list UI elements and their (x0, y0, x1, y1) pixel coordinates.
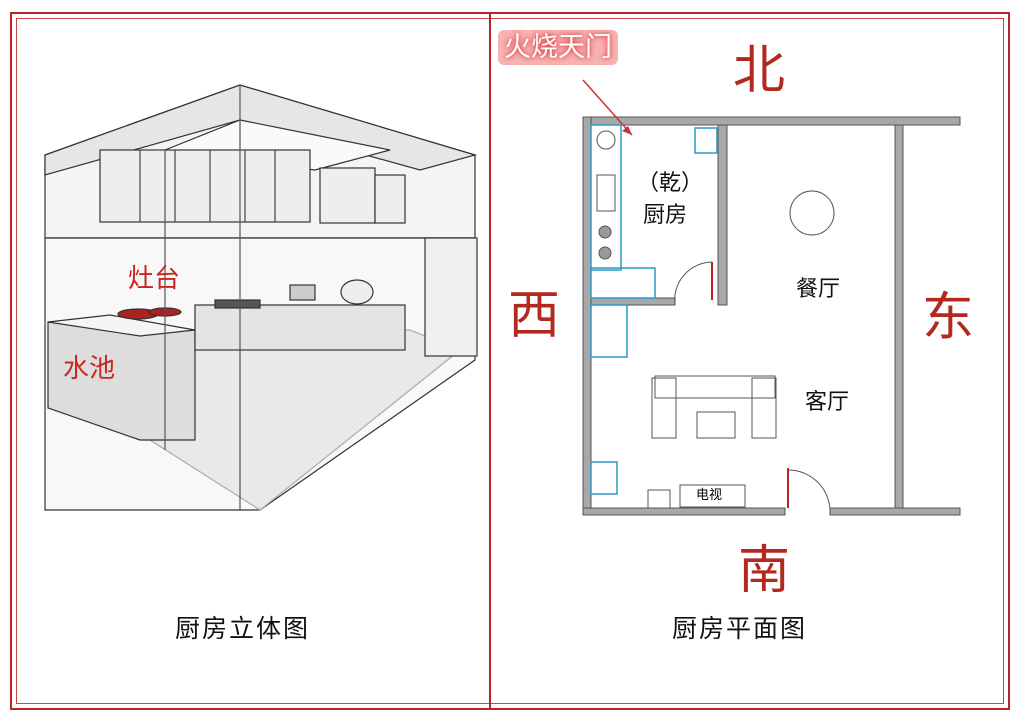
panel-divider (489, 12, 491, 710)
north-wall (582, 116, 961, 126)
corridor-wall (894, 124, 904, 516)
sink-label: 水池 (63, 354, 116, 384)
dining-label: 餐厅 (796, 277, 841, 302)
direction-north: 北 (733, 41, 786, 101)
west-wall (582, 116, 592, 516)
kitchen-trigram-label: （乾） (637, 171, 704, 196)
tv-label: 电视 (696, 488, 723, 503)
kitchen-south-wall (590, 297, 676, 306)
right-caption: 厨房平面图 (672, 614, 808, 643)
fire-gate-annotation: 火烧天门 (498, 30, 618, 65)
inner-frame (16, 18, 1004, 704)
left-caption: 厨房立体图 (175, 614, 311, 643)
direction-west: 西 (508, 286, 561, 346)
outer-frame (10, 12, 1010, 710)
kitchen-east-wall (717, 124, 728, 306)
south-wall-right (829, 507, 961, 516)
stove-label: 灶台 (128, 264, 181, 294)
living-label: 客厅 (805, 390, 850, 415)
direction-south: 南 (738, 541, 791, 601)
kitchen-label: 厨房 (643, 203, 688, 228)
south-wall-left (582, 507, 786, 516)
direction-east: 东 (922, 288, 975, 348)
annotation-arrow (582, 79, 633, 136)
